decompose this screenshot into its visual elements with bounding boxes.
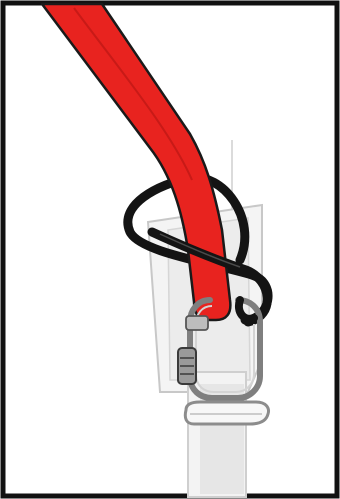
red-rope xyxy=(40,2,232,322)
cord-front-sheen xyxy=(159,233,241,268)
gate-thread-top xyxy=(185,315,209,331)
quick-link-inner xyxy=(195,305,255,393)
strap-wrap-band xyxy=(183,400,270,426)
cord-loop-front xyxy=(147,227,272,327)
quick-link-body xyxy=(187,297,263,401)
cord-tail xyxy=(235,296,258,323)
red-rope-highlight xyxy=(73,7,193,181)
